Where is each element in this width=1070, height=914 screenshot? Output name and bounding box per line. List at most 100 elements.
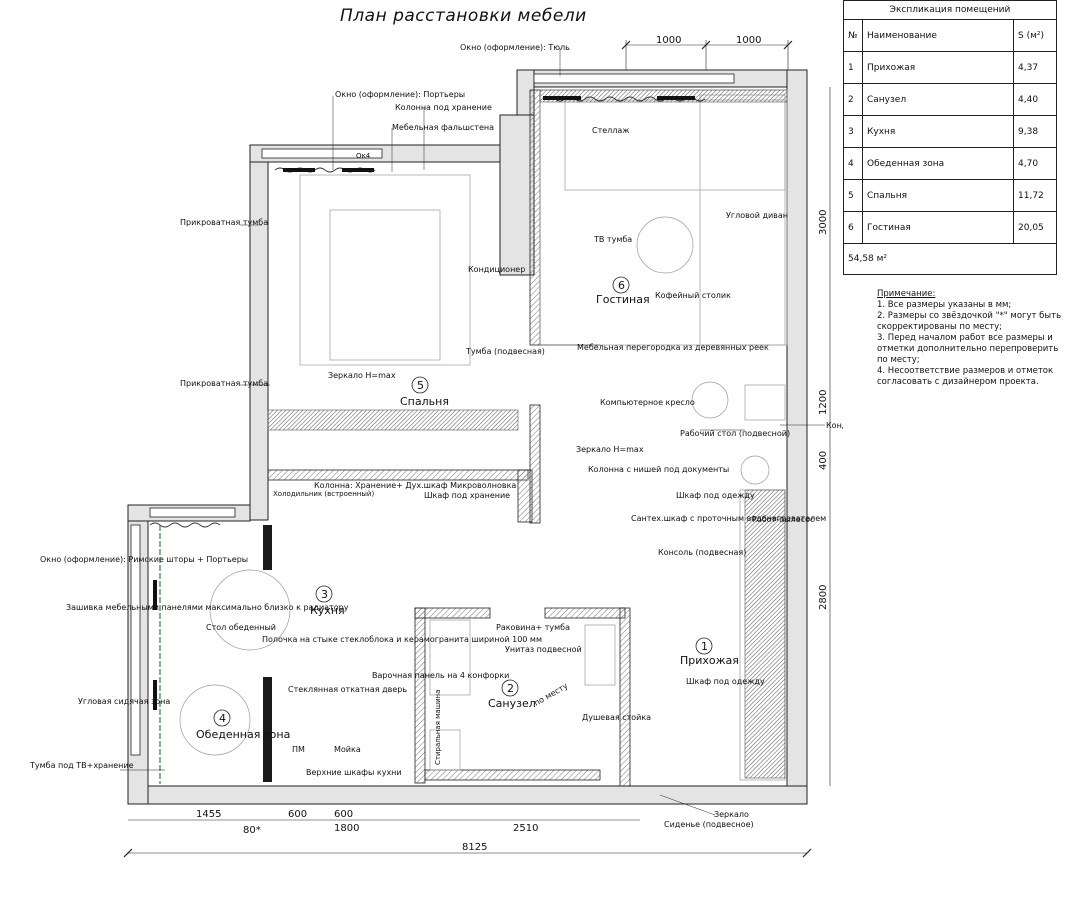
row-num: 6 [843, 211, 863, 244]
room-name-4: Обеденная зона [196, 728, 290, 741]
label-wardrobe-hall: Шкаф под одежду [686, 677, 765, 686]
label-work-desk: Рабочий стол (подвесной) [680, 429, 790, 438]
explication-header-row: № Наименование S (м²) [843, 19, 1057, 52]
label-hob: Варочная панель на 4 конфорки [372, 671, 509, 680]
glass-block [263, 525, 272, 782]
label-nightstand-1: Прикроватная тумба [180, 218, 268, 227]
room-markers [213, 276, 713, 727]
label-conditioner-2: Кондиционер [826, 421, 843, 430]
label-window-tul: Окно (оформление): Тюль [460, 43, 570, 52]
label-wardrobe-store: Шкаф под хранение [424, 491, 510, 500]
explication-total: 54,58 м² [843, 243, 1057, 275]
table-row: 4 Обеденная зона 4,70 [843, 147, 1057, 180]
label-tumba-hanging: Тумба (подвесная) [465, 347, 545, 356]
row-name: Кухня [862, 115, 1014, 148]
label-shelf: Стеллаж [592, 126, 630, 135]
dim-b1: 1455 [196, 809, 221, 820]
note-item: 3. Перед началом работ все размеры и отм… [877, 333, 1059, 365]
label-sink-kitchen: Мойка [334, 745, 361, 754]
label-nightstand-2: Прикроватная тумба [180, 379, 268, 388]
row-num: 1 [843, 51, 863, 84]
table-row: 2 Санузел 4,40 [843, 83, 1057, 116]
room-name-6: Гостиная [596, 293, 650, 306]
page-title: План расстановки мебели [340, 6, 587, 26]
header-num: № [843, 19, 863, 52]
header-name: Наименование [862, 19, 1014, 52]
label-tv-tumba: ТВ тумба [593, 235, 632, 244]
label-toilet: Унитаз подвесной [505, 645, 582, 654]
label-shower: Душевая стойка [582, 713, 651, 722]
explication-caption: Экспликация помещений [843, 0, 1057, 20]
dim-overall: 8125 [462, 842, 487, 853]
label-window-roman: Окно (оформление): Римские шторы + Порть… [40, 555, 248, 564]
label-column-kitchen: Колонна: Хранение+ Дух.шкаф Микроволновк… [314, 481, 516, 490]
label-coffee-table: Кофейный столик [655, 291, 731, 300]
room-num-6: 6 [618, 279, 625, 292]
room-num-4: 4 [219, 712, 226, 725]
label-by-place: по месту [533, 681, 570, 708]
dim-b4: 1800 [334, 823, 359, 834]
room-name-2: Санузел [488, 697, 536, 710]
row-name: Спальня [862, 179, 1014, 212]
label-console: Консоль (подвесная) [658, 548, 746, 557]
room-name-5: Спальня [400, 395, 449, 408]
label-conditioner-1: Кондиционер [468, 265, 525, 274]
label-col-docs: Колонна с нишей под документы [588, 465, 729, 474]
dim-r1: 3000 [818, 210, 829, 235]
row-area: 4,40 [1013, 83, 1057, 116]
label-washer: Стиральная машина [434, 689, 442, 765]
dim-b3: 600 [334, 809, 353, 820]
label-santech: Сантех.шкаф с проточным водонагревателем [631, 514, 826, 523]
row-name: Гостиная [862, 211, 1014, 244]
label-mirror-bed: Зеркало Н=max [328, 371, 396, 380]
label-upper-cabinets: Верхние шкафы кухни [306, 768, 402, 777]
row-num: 3 [843, 115, 863, 148]
label-mirror-hall: Зеркало [714, 810, 749, 819]
table-row: 6 Гостиная 20,05 [843, 211, 1057, 244]
row-num: 5 [843, 179, 863, 212]
row-area: 20,05 [1013, 211, 1057, 244]
leader-lines [120, 48, 825, 816]
row-name: Обеденная зона [862, 147, 1014, 180]
label-mirror-2: Зеркало Н=max [576, 445, 644, 454]
dim-r3: 400 [818, 451, 829, 470]
label-col-storage: Колонна под хранение [395, 103, 492, 112]
label-radiator: Зашивка мебельными панелями максимально … [66, 603, 349, 612]
floor-plan: 1000 1000 8125 1455 600 600 1800 2510 80… [29, 35, 843, 858]
row-area: 11,72 [1013, 179, 1057, 212]
dim-r4: 2800 [818, 585, 829, 610]
row-name: Санузел [862, 83, 1014, 116]
label-glass-door: Стеклянная откатная дверь [288, 685, 407, 694]
note-item: 4. Несоответствие размеров и отметок сог… [877, 366, 1054, 387]
dim-r2: 1200 [818, 390, 829, 415]
dim-b5: 2510 [513, 823, 538, 834]
table-row: 1 Прихожая 4,37 [843, 51, 1057, 84]
row-area: 9,38 [1013, 115, 1057, 148]
table-row: 3 Кухня 9,38 [843, 115, 1057, 148]
dim-b6: 80* [243, 825, 261, 836]
label-fridge: Холодильник (встроенный) [273, 490, 374, 498]
interior-walls [267, 89, 631, 787]
label-window-ok4: Ок4 [356, 152, 371, 160]
room-name-3: Кухня [310, 604, 345, 617]
label-dishwasher: ПМ [292, 745, 305, 754]
row-area: 4,70 [1013, 147, 1057, 180]
explication-table: Экспликация помещений № Наименование S (… [843, 0, 1057, 275]
row-area: 4,37 [1013, 51, 1057, 84]
room-num-1: 1 [701, 640, 708, 653]
label-sink-tumba: Раковина+ тумба [496, 623, 570, 632]
notes-heading: Примечание: [877, 289, 936, 299]
room-num-3: 3 [321, 588, 328, 601]
label-tv-storage: Тумба под ТВ+хранение [29, 761, 134, 770]
row-num: 4 [843, 147, 863, 180]
label-table-dining: Стол обеденный [206, 623, 276, 632]
windows [130, 73, 735, 756]
note-item: 1. Все размеры указаны в мм; [877, 300, 1012, 310]
notes-block: Примечание: 1. Все размеры указаны в мм;… [877, 289, 1062, 388]
label-false-wall: Мебельная фальшстена [392, 123, 494, 132]
dimension-lines [128, 40, 831, 854]
label-partition: Мебельная перегородка из деревянных реек [577, 343, 769, 352]
label-shelf-glass: Полочка на стыке стеклоблока и керамогра… [262, 635, 542, 644]
room-name-1: Прихожая [680, 654, 739, 667]
label-wardrobe-clothes: Шкаф под одежду [676, 491, 755, 500]
